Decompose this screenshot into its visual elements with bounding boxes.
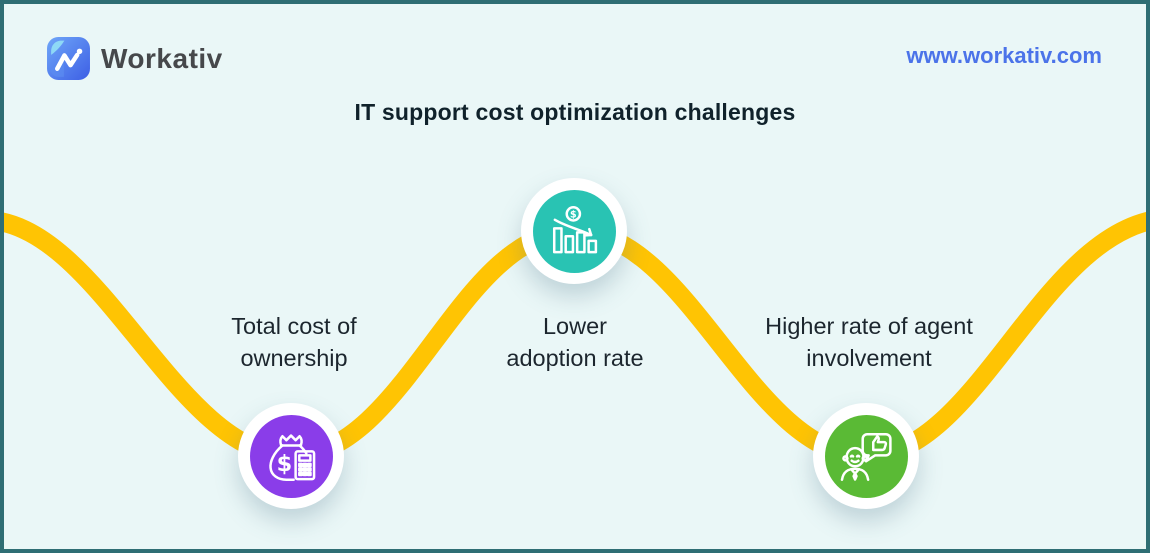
challenge-label-total-cost: Total cost of ownership xyxy=(154,310,434,374)
website-link[interactable]: www.workativ.com xyxy=(906,43,1102,68)
header: Workativ www.workativ.com xyxy=(4,4,1146,84)
challenge-node-agent xyxy=(813,403,919,509)
agent-thumbs-up-icon xyxy=(840,432,892,481)
challenge-label-adoption: Lower adoption rate xyxy=(435,310,715,374)
svg-text:$: $ xyxy=(277,451,293,477)
challenge-label-agent: Higher rate of agent involvement xyxy=(704,310,1034,374)
money-bag-calculator-icon: $ xyxy=(269,434,316,481)
challenge-circle-agent xyxy=(824,414,908,498)
challenge-node-adoption: $ xyxy=(521,178,627,284)
challenge-label-line: Lower xyxy=(542,313,607,339)
declining-cost-chart-icon: $ xyxy=(552,206,598,254)
challenge-node-total-cost: $ xyxy=(238,403,344,509)
challenge-circle-total-cost: $ xyxy=(249,414,333,498)
challenge-circle-adoption: $ xyxy=(532,189,616,273)
svg-text:$: $ xyxy=(570,209,577,220)
logo-text: Workativ xyxy=(101,42,223,74)
challenge-label-line: involvement xyxy=(806,345,932,371)
challenge-label-line: Higher rate of agent xyxy=(765,313,973,339)
workativ-logo-icon xyxy=(47,37,90,80)
page-title: IT support cost optimization challenges xyxy=(354,99,796,125)
challenge-label-line: adoption rate xyxy=(506,345,644,371)
challenge-label-line: Total cost of xyxy=(231,313,357,339)
workativ-logo: Workativ xyxy=(46,36,223,81)
challenge-label-line: ownership xyxy=(240,345,348,371)
